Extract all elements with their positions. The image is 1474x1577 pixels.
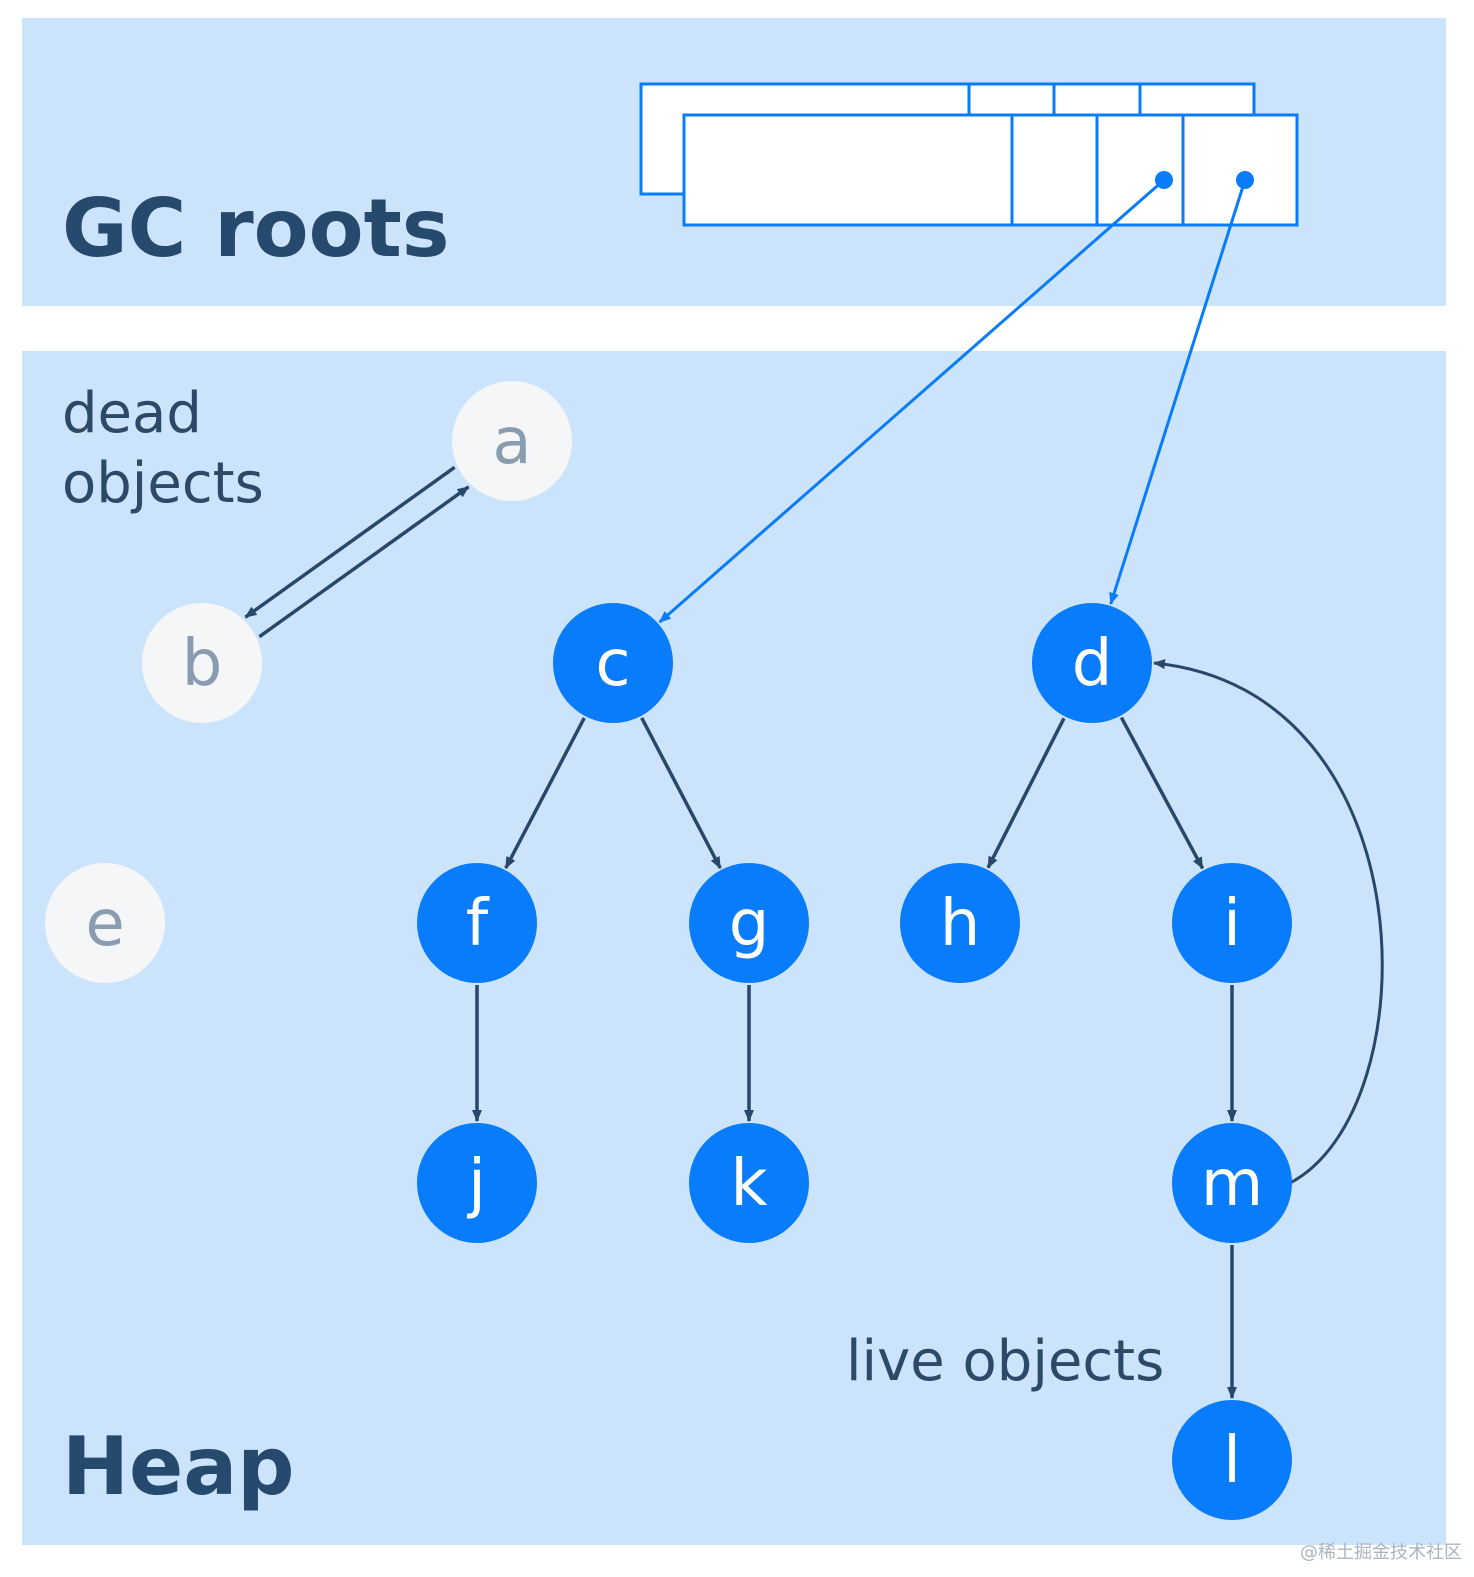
node-i: i xyxy=(1172,863,1292,983)
object-nodes: a b c d e f g h i j k m l xyxy=(45,381,1292,1520)
node-d-label: d xyxy=(1072,627,1113,701)
node-h-label: h xyxy=(940,887,981,961)
edge-d-to-i xyxy=(1119,716,1205,870)
node-j: j xyxy=(417,1123,537,1243)
node-l-circle xyxy=(1172,1400,1292,1520)
edge-b-to-a xyxy=(258,485,470,639)
dead-objects-caption-line1: dead xyxy=(62,381,202,446)
node-g-circle xyxy=(689,863,809,983)
node-m-circle xyxy=(1172,1123,1292,1243)
node-e-label: e xyxy=(85,887,124,961)
edge-c-to-f xyxy=(504,717,586,869)
node-a: a xyxy=(452,381,572,501)
node-b: b xyxy=(142,603,262,723)
node-j-label: j xyxy=(466,1147,486,1221)
node-g-label: g xyxy=(729,887,770,961)
node-d: d xyxy=(1032,603,1152,723)
node-d-circle xyxy=(1032,603,1152,723)
root-slot-4-pointer xyxy=(1236,171,1254,189)
node-f-label: f xyxy=(466,887,490,961)
node-i-circle xyxy=(1172,863,1292,983)
node-h-circle xyxy=(900,863,1020,983)
node-c-circle xyxy=(553,603,673,723)
node-k: k xyxy=(689,1123,809,1243)
node-l: l xyxy=(1172,1400,1292,1520)
node-m-label: m xyxy=(1201,1147,1263,1221)
node-j-circle xyxy=(417,1123,537,1243)
gc-roots-title: GC roots xyxy=(62,182,449,275)
node-h: h xyxy=(900,863,1020,983)
node-b-label: b xyxy=(182,627,223,701)
node-f-circle xyxy=(417,863,537,983)
edge-m-to-d xyxy=(1153,659,1384,1185)
node-a-circle xyxy=(452,381,572,501)
reference-edges xyxy=(244,178,1384,1399)
live-objects-caption: live objects xyxy=(846,1329,1164,1394)
node-k-circle xyxy=(689,1123,809,1243)
node-f: f xyxy=(417,863,537,983)
node-l-label: l xyxy=(1223,1424,1241,1498)
root-slot-3-pointer xyxy=(1155,171,1173,189)
node-e: e xyxy=(45,863,165,983)
node-m: m xyxy=(1172,1123,1292,1243)
edge-root-slot-4-to-d xyxy=(1109,179,1247,605)
watermark: @稀土掘金技术社区 xyxy=(1300,1542,1462,1563)
edge-root-slot-3-to-c xyxy=(658,178,1165,624)
node-g: g xyxy=(689,863,809,983)
dead-objects-caption-line2: objects xyxy=(62,451,264,516)
edge-c-to-g xyxy=(640,717,722,869)
gc-roots-region: GC roots xyxy=(22,18,1446,306)
node-e-circle xyxy=(45,863,165,983)
node-i-label: i xyxy=(1223,887,1241,961)
node-k-label: k xyxy=(730,1147,767,1221)
node-b-circle xyxy=(142,603,262,723)
heap-title: Heap xyxy=(62,1420,294,1513)
root-stack-frame-front xyxy=(682,113,1299,227)
node-c: c xyxy=(553,603,673,723)
edge-d-to-h xyxy=(986,717,1066,869)
edge-a-to-b xyxy=(244,465,456,619)
node-a-label: a xyxy=(492,405,531,479)
node-c-label: c xyxy=(595,627,630,701)
